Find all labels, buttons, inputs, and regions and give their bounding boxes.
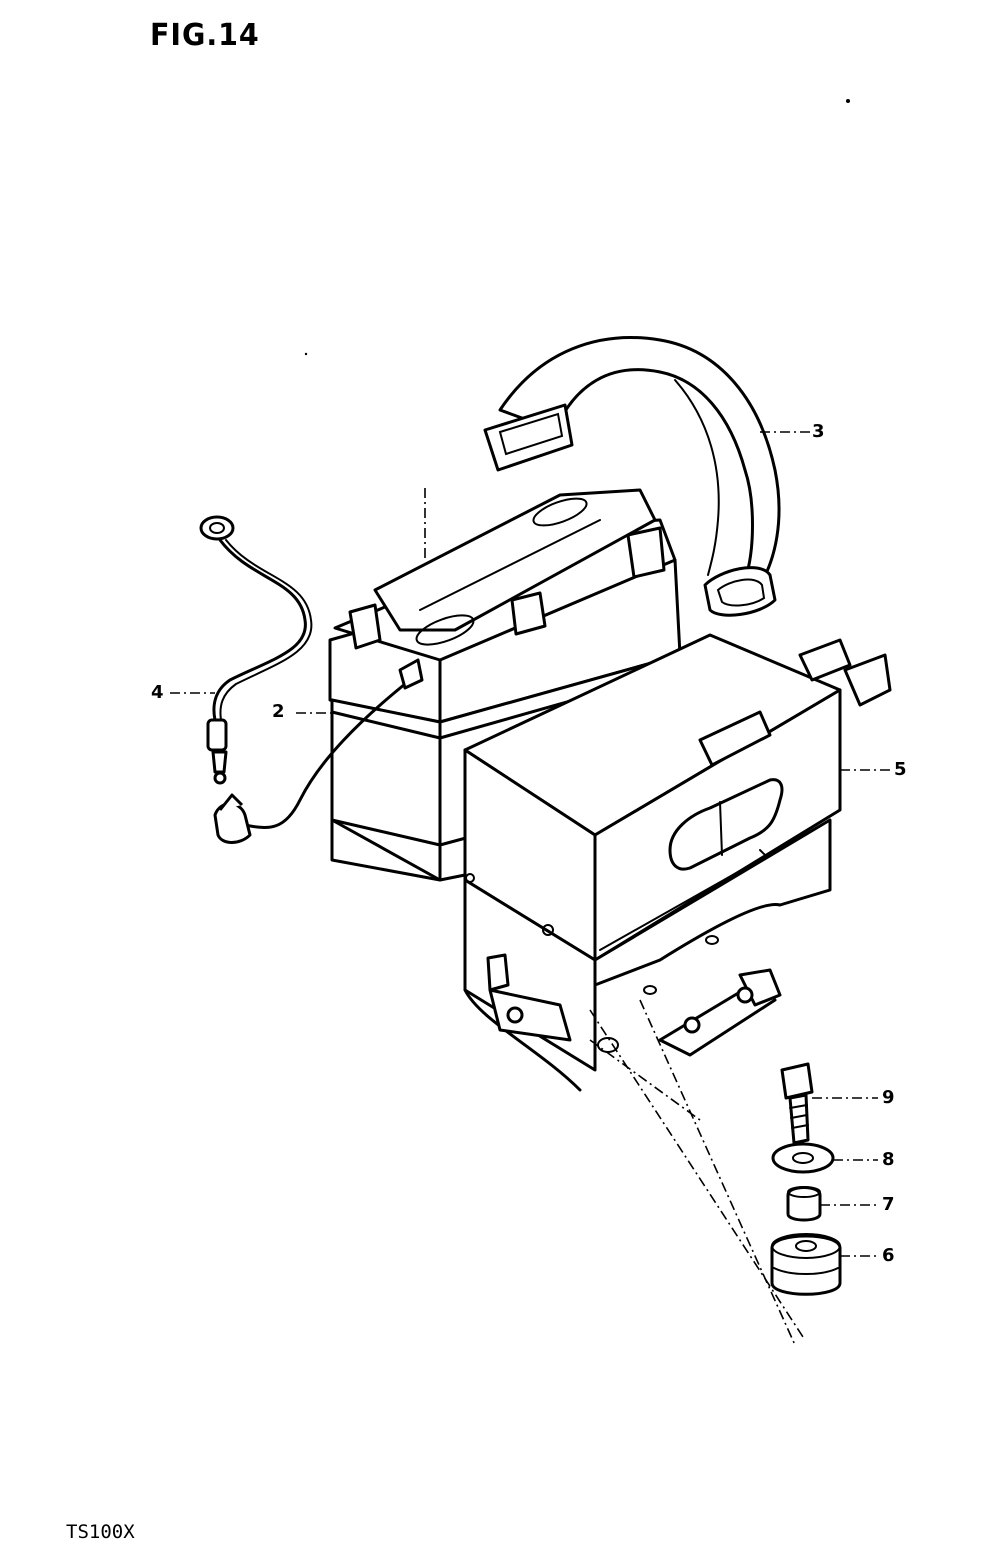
callout-9: 9 bbox=[882, 1087, 895, 1108]
washer bbox=[771, 1142, 835, 1174]
speck bbox=[304, 352, 308, 356]
battery-lead-wire bbox=[213, 658, 424, 844]
callout-6: 6 bbox=[882, 1245, 895, 1266]
collar bbox=[786, 1186, 822, 1222]
cushion bbox=[770, 1233, 842, 1296]
callout-4: 4 bbox=[151, 682, 164, 703]
callout-5: 5 bbox=[894, 759, 907, 780]
battery-strap bbox=[483, 336, 781, 617]
callout-7: 7 bbox=[882, 1194, 895, 1215]
callout-2: 2 bbox=[272, 701, 285, 722]
figure-title: FIG.14 bbox=[150, 18, 260, 53]
leader-lines bbox=[170, 431, 890, 1257]
breather-tube bbox=[199, 515, 313, 785]
battery-holder bbox=[463, 633, 892, 1346]
model-label: TS100X bbox=[66, 1521, 135, 1543]
bolt bbox=[780, 1062, 814, 1145]
callout-8: 8 bbox=[882, 1149, 895, 1170]
callout-3: 3 bbox=[812, 421, 825, 442]
speck bbox=[846, 99, 850, 103]
